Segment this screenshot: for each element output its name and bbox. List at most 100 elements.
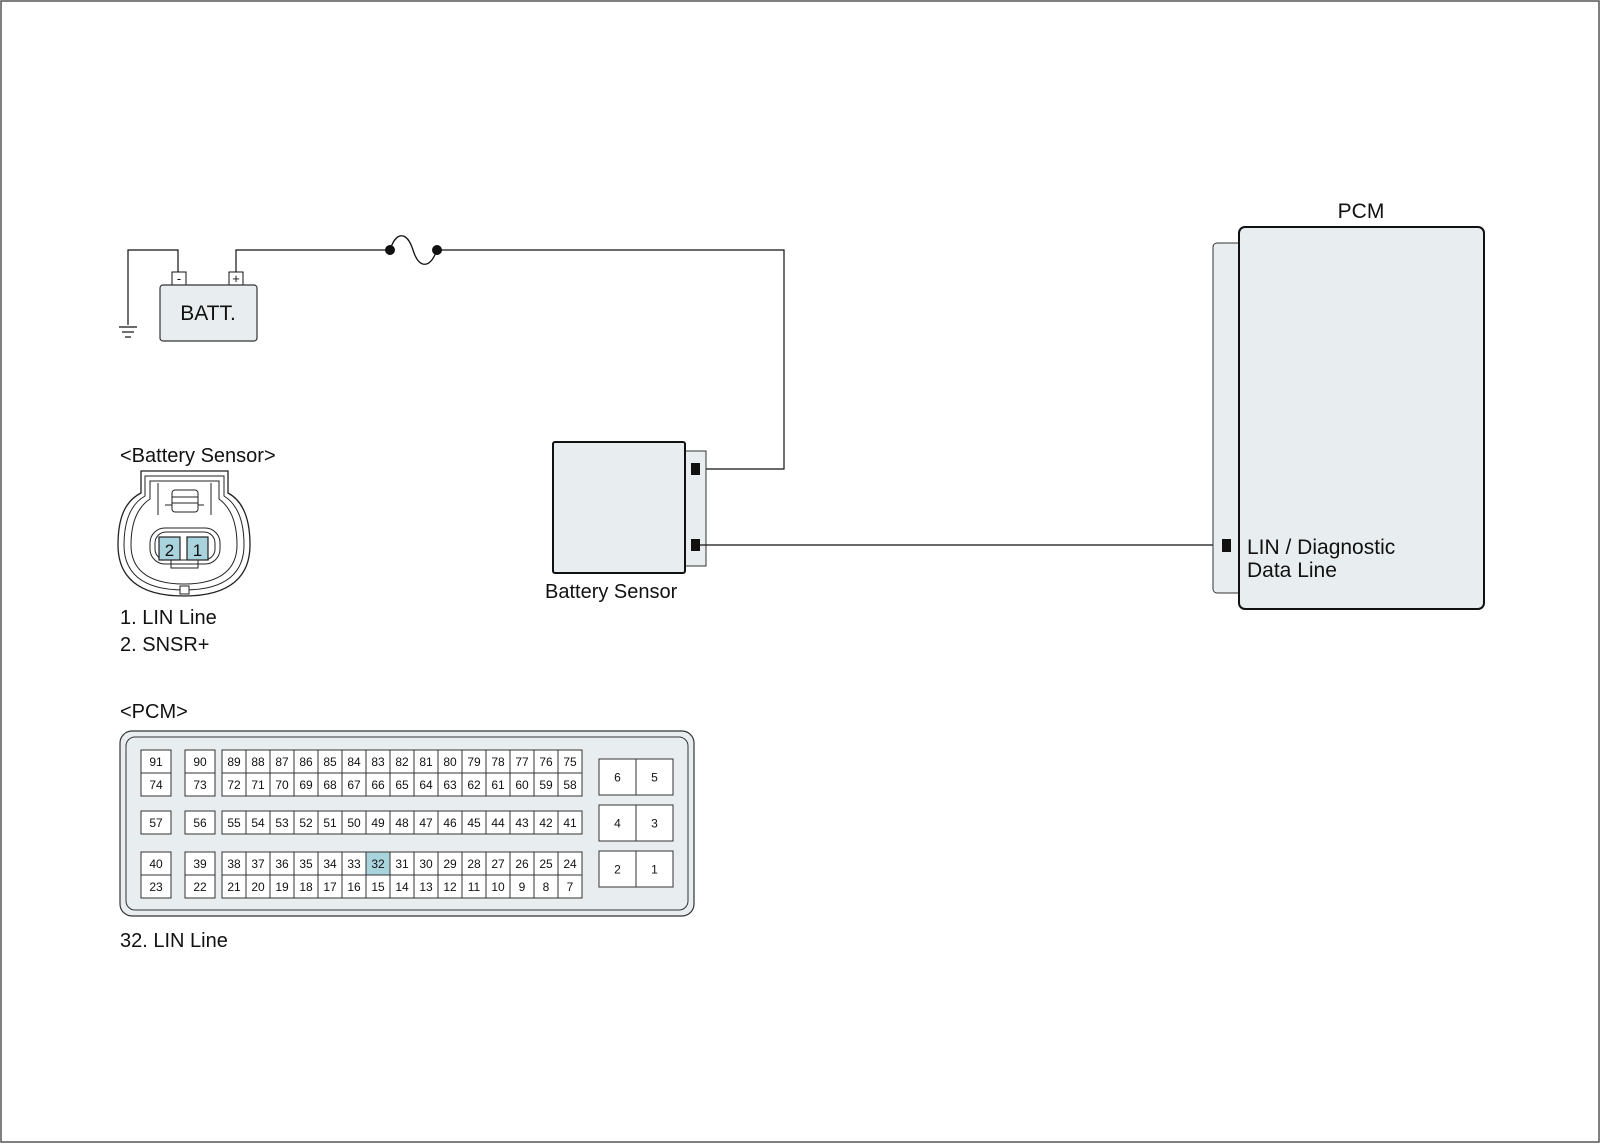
pcm-pin-label: 26 xyxy=(515,857,529,871)
sensor-pin-1 xyxy=(691,539,700,551)
pcm-pin-label: 78 xyxy=(491,755,505,769)
pcm-pin-label: 74 xyxy=(149,778,163,792)
pcm-pin-label: 72 xyxy=(227,778,241,792)
pcm-pin-label: 34 xyxy=(323,857,337,871)
pcm-pin-3 xyxy=(635,804,674,842)
ground-wire xyxy=(127,249,179,325)
pcm-pin-label: 45 xyxy=(467,816,481,830)
sensor-pin-2 xyxy=(691,463,700,475)
pcm-pin-label: 10 xyxy=(491,880,505,894)
battery-positive-wire xyxy=(235,249,785,470)
pcm-pin-label: 38 xyxy=(227,857,241,871)
pcm-pin-label-line-2: Data Line xyxy=(1247,559,1337,582)
sensor-body xyxy=(552,441,686,574)
pcm-pin-label: 1 xyxy=(651,863,658,877)
pcm-pin-label: 48 xyxy=(395,816,409,830)
pcm-pin-label: 32 xyxy=(371,857,385,871)
pcm-connector-title: <PCM> xyxy=(120,701,188,723)
pcm-pin-74 xyxy=(140,772,172,797)
pcm-pin-label: 9 xyxy=(519,880,526,894)
ground-icon xyxy=(119,326,137,338)
pcm-pin-label: 54 xyxy=(251,816,265,830)
pcm-pin-label: 88 xyxy=(251,755,265,769)
pcm-pin-label: 82 xyxy=(395,755,409,769)
pcm-pin-label: 25 xyxy=(539,857,553,871)
battery-positive-sign: + xyxy=(232,271,240,286)
pcm-pin-label: 84 xyxy=(347,755,361,769)
pcm-pin-label: 68 xyxy=(323,778,337,792)
pcm-pin-label: 64 xyxy=(419,778,433,792)
pcm-pin-label: 62 xyxy=(467,778,481,792)
pcm-pin-label: 55 xyxy=(227,816,241,830)
pcm-pin-58 xyxy=(557,772,583,797)
sensor-connector-pin-2 xyxy=(158,536,181,561)
pcm-body xyxy=(1238,226,1485,610)
pcm-pin-label-line-1: LIN / Diagnostic xyxy=(1247,536,1395,559)
pcm-pin-label: 52 xyxy=(299,816,313,830)
pcm-pin-label: 65 xyxy=(395,778,409,792)
pcm-pin-label: 19 xyxy=(275,880,289,894)
pcm-pin-2 xyxy=(598,850,637,888)
pcm-pin-label: 41 xyxy=(563,816,577,830)
pcm-pin-label: 37 xyxy=(251,857,265,871)
pcm-pin-label: 66 xyxy=(371,778,385,792)
pcm-pin-label: 24 xyxy=(563,857,577,871)
sensor-legend-1: 1. LIN Line xyxy=(120,607,217,629)
pcm-pin-73 xyxy=(184,772,216,797)
battery-negative-sign: - xyxy=(177,271,181,286)
pcm-pin-label: 18 xyxy=(299,880,313,894)
pcm-pin-label: 71 xyxy=(251,778,265,792)
pcm-pin-label: 29 xyxy=(443,857,457,871)
pcm-pin-4 xyxy=(598,804,637,842)
sensor-connector-pin-1 xyxy=(186,536,209,561)
pcm-pin-1 xyxy=(635,850,674,888)
battery-body xyxy=(159,284,258,342)
pcm-pin-label: 91 xyxy=(149,755,163,769)
pcm-pin-label: 17 xyxy=(323,880,337,894)
pcm-pin-7 xyxy=(557,874,583,899)
sensor-connector-pin-1-label: 1 xyxy=(193,541,202,560)
pcm-pin-label: 44 xyxy=(491,816,505,830)
pcm-pin-label: 40 xyxy=(149,857,163,871)
sensor-connector-pin-2-label: 2 xyxy=(165,541,174,560)
pcm-legend: 32. LIN Line xyxy=(120,930,228,952)
pcm-pin-label: 83 xyxy=(371,755,385,769)
pcm-pin-label: 50 xyxy=(347,816,361,830)
pcm-pin-label: 15 xyxy=(371,880,385,894)
pcm-pin-label: 80 xyxy=(443,755,457,769)
pcm-pin-label: 33 xyxy=(347,857,361,871)
pcm-lin-pin xyxy=(1222,539,1231,552)
pcm-pin-label: 31 xyxy=(395,857,409,871)
pcm-pin-label: 61 xyxy=(491,778,505,792)
pcm-pin-label: 36 xyxy=(275,857,289,871)
pcm-pin-label: 86 xyxy=(299,755,313,769)
pcm-pin-label: 8 xyxy=(543,880,550,894)
pcm-pin-label: 81 xyxy=(419,755,433,769)
pcm-pin-label: 63 xyxy=(443,778,457,792)
pcm-pin-label: 75 xyxy=(563,755,577,769)
pcm-pin-label: 23 xyxy=(149,880,163,894)
pcm-pin-label: 28 xyxy=(467,857,481,871)
pcm-pin-57 xyxy=(140,810,172,835)
pcm-pin-label: 77 xyxy=(515,755,529,769)
pcm-pin-41 xyxy=(557,810,583,835)
sensor-connector-face: 2 1 xyxy=(117,470,251,597)
pcm-pin-label: 76 xyxy=(539,755,553,769)
sensor-module-label: Battery Sensor xyxy=(545,581,678,603)
pcm-pin-label: 49 xyxy=(371,816,385,830)
pcm-pin-label: 90 xyxy=(193,755,207,769)
pcm-pin-label: 16 xyxy=(347,880,361,894)
pcm-pin-label: 57 xyxy=(149,816,163,830)
pcm-pin-label: 39 xyxy=(193,857,207,871)
pcm-pin-label: 22 xyxy=(193,880,207,894)
pcm-pin-label: 11 xyxy=(468,880,481,894)
pcm-pin-label: 47 xyxy=(419,816,433,830)
pcm-pin-label: 14 xyxy=(395,880,409,894)
pcm-title: PCM xyxy=(1338,200,1385,223)
pcm-pin-label: 3 xyxy=(651,817,658,831)
pcm-pin-label: 51 xyxy=(323,816,337,830)
